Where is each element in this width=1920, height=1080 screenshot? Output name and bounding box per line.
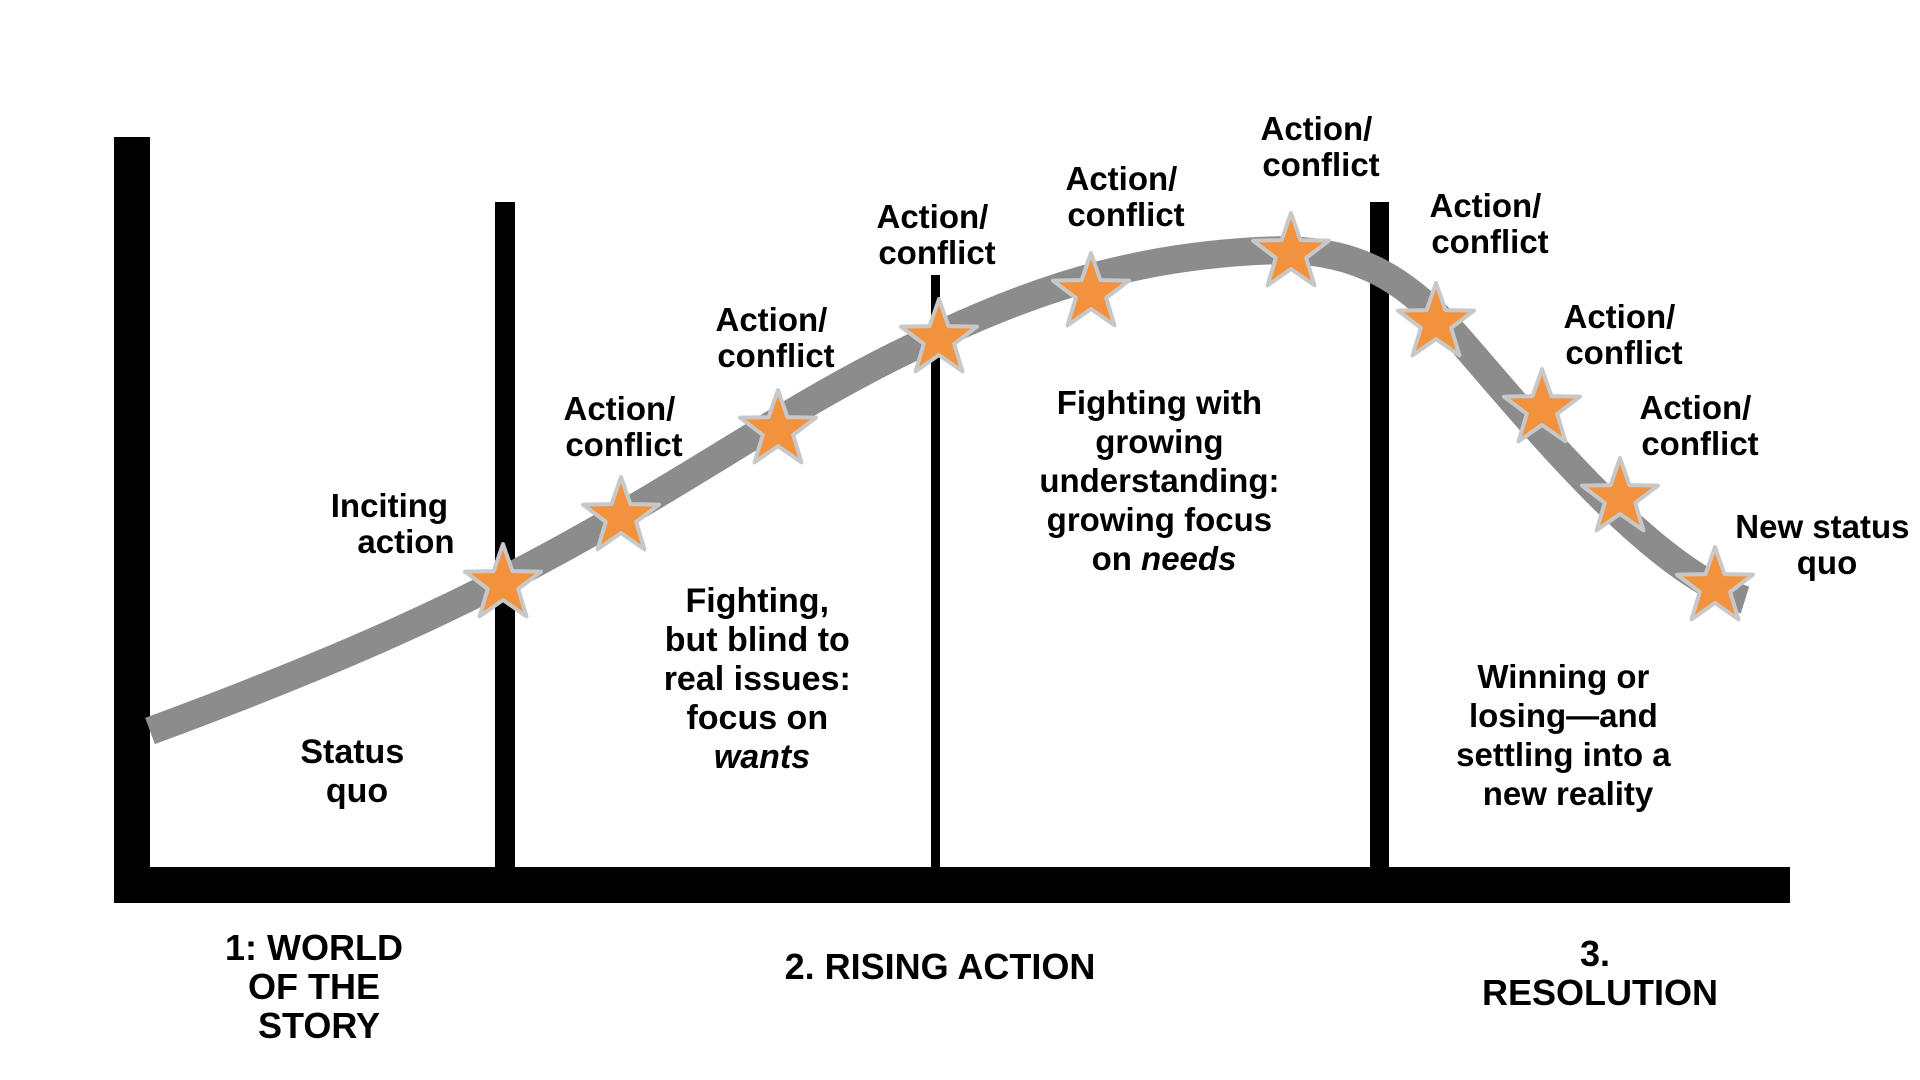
label-action-conflict-7: Action/ conflict (1564, 298, 1685, 371)
phase-fighting-growing: Fighting with growing understanding: gro… (1039, 384, 1288, 577)
phase-fighting-blind: Fighting, but blind to real issues: focu… (664, 582, 861, 776)
section-title-resolution: 3. RESOLUTION (1482, 933, 1718, 1013)
phase-resolution: Winning or losing—and settling into a ne… (1456, 658, 1680, 812)
star-icon (1251, 211, 1331, 288)
phase-status-quo: Status quo (300, 733, 413, 810)
label-action-conflict-8: Action/ conflict (1640, 389, 1761, 462)
label-action-conflict-3: Action/ conflict (877, 198, 998, 271)
left-axis-bar (114, 137, 150, 897)
section-title-world: 1: WORLD OF THE STORY (225, 927, 413, 1046)
label-action-conflict-1: Action/ conflict (564, 390, 685, 463)
label-action-conflict-6: Action/ conflict (1430, 187, 1551, 260)
divider-rising-midpoint (931, 275, 940, 875)
event-star-action-conflict-5 (1251, 211, 1331, 288)
label-action-conflict-4: Action/ conflict (1066, 160, 1187, 233)
label-action-conflict-2: Action/ conflict (716, 301, 837, 374)
label-new-status-quo: New status quo (1735, 508, 1918, 581)
section-title-rising: 2. RISING ACTION (785, 946, 1096, 987)
divider-rising-resolution (1370, 202, 1389, 882)
label-action-conflict-5: Action/ conflict (1261, 110, 1382, 183)
label-inciting-action: Inciting action (331, 487, 458, 560)
baseline-bar (114, 867, 1790, 903)
divider-world-rising (495, 202, 515, 882)
